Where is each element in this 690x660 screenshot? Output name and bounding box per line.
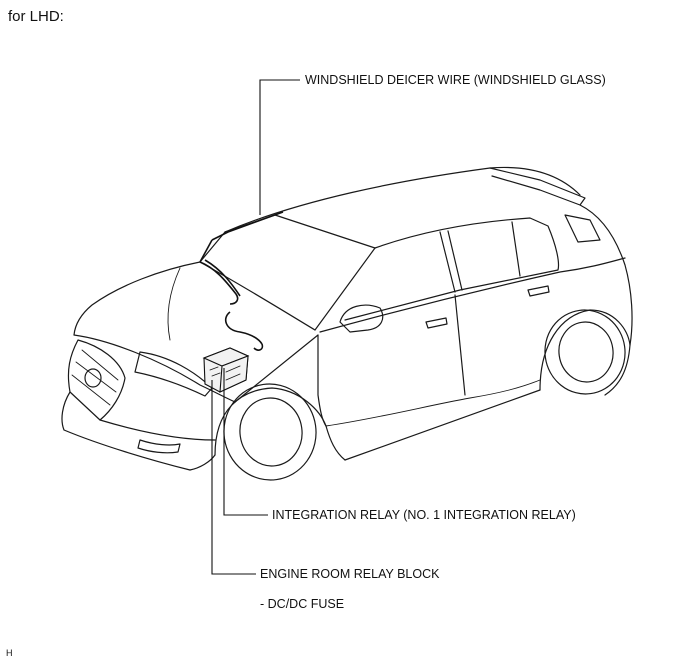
label-engine-room-relay-block: ENGINE ROOM RELAY BLOCK [260, 567, 440, 581]
label-integration-relay: INTEGRATION RELAY (NO. 1 INTEGRATION REL… [272, 508, 576, 522]
engine-room-relay-block [202, 347, 250, 393]
car-body-outline [61, 166, 633, 481]
windshield-deicer-wire [199, 211, 284, 351]
leader-integration-relay [223, 368, 268, 516]
leader-relay-block [211, 380, 256, 575]
leader-lines [211, 79, 300, 575]
page-heading: for LHD: [8, 8, 64, 25]
leader-windshield-wire [259, 79, 300, 215]
label-windshield-deicer-wire: WINDSHIELD DEICER WIRE (WINDSHIELD GLASS… [305, 73, 606, 87]
footer-mark: H [6, 648, 13, 658]
label-dcdc-fuse: - DC/DC FUSE [260, 597, 345, 611]
